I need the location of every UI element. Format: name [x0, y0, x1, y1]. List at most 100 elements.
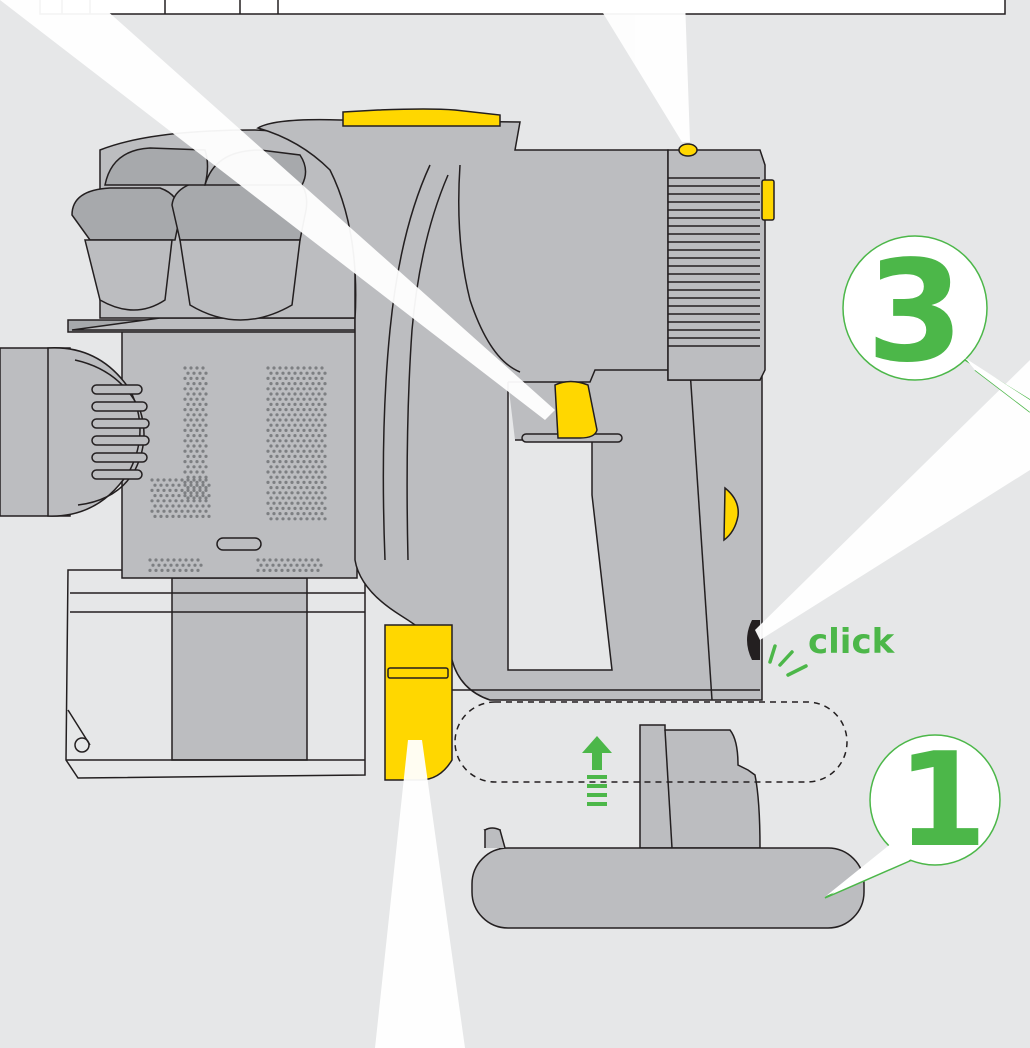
mesh-hole [272, 376, 276, 380]
mesh-hole [266, 408, 270, 412]
mesh-hole [278, 480, 282, 484]
mesh-hole [165, 483, 169, 487]
step-1-callout: 1 [824, 724, 1001, 899]
mesh-hole [317, 486, 321, 490]
mesh-hole [287, 402, 291, 406]
mesh-hole [183, 483, 187, 487]
mesh-hole [311, 496, 315, 500]
mesh-hole [280, 558, 284, 562]
mesh-hole [284, 418, 288, 422]
mesh-hole [275, 486, 279, 490]
mesh-hole [201, 494, 205, 498]
mesh-hole [269, 506, 273, 510]
mesh-hole [305, 371, 309, 375]
mesh-hole [284, 366, 288, 370]
mesh-hole [296, 501, 300, 505]
mesh-hole [198, 413, 202, 417]
mesh-hole [311, 475, 315, 479]
mesh-hole [277, 563, 281, 567]
mesh-hole [272, 491, 276, 495]
mesh-hole [183, 397, 187, 401]
mesh-hole [189, 449, 193, 453]
dust-bin [65, 317, 366, 779]
mesh-hole [159, 514, 163, 519]
mesh-hole [198, 496, 202, 500]
mesh-hole [259, 563, 263, 567]
mesh-hole [305, 454, 309, 458]
mesh-hole [180, 509, 184, 513]
mesh-hole [186, 478, 190, 482]
mesh-hole [207, 504, 211, 508]
mesh-hole [278, 470, 282, 474]
mesh-hole [319, 563, 323, 567]
mesh-hole [317, 392, 321, 396]
mesh-hole [299, 465, 303, 469]
mesh-hole [281, 496, 285, 500]
mesh-hole [156, 478, 160, 482]
mesh-hole [305, 413, 309, 417]
mesh-hole [317, 454, 321, 458]
mesh-hole [314, 470, 318, 474]
mesh-hole [186, 496, 190, 500]
mesh-hole [171, 483, 175, 487]
mesh-hole [293, 486, 297, 490]
mesh-hole [198, 434, 202, 438]
mesh-hole [284, 511, 288, 516]
mesh-hole [308, 511, 312, 516]
mesh-hole [283, 563, 287, 567]
mesh-hole [150, 488, 154, 492]
mesh-hole [168, 478, 172, 482]
mesh-hole [281, 486, 285, 490]
mesh-hole [281, 402, 285, 406]
mesh-hole [192, 509, 196, 513]
mesh-hole [159, 483, 163, 487]
mesh-hole [302, 470, 306, 474]
mesh-hole [314, 428, 318, 432]
mesh-hole [281, 382, 285, 386]
mesh-hole [278, 439, 282, 443]
mesh-hole [323, 454, 327, 458]
mesh-hole [162, 488, 166, 492]
mesh-hole [281, 517, 285, 521]
mesh-hole [199, 563, 203, 567]
mesh-hole [186, 434, 190, 438]
mesh-hole [314, 376, 318, 380]
mesh-hole [290, 470, 294, 474]
mesh-hole [207, 514, 211, 519]
mesh-hole [266, 418, 270, 422]
mesh-hole [287, 444, 291, 448]
mesh-hole [272, 418, 276, 422]
mesh-hole [281, 475, 285, 479]
mesh-hole [262, 568, 266, 573]
mesh-hole [323, 423, 327, 427]
mesh-hole [189, 439, 193, 443]
mesh-hole [317, 413, 321, 417]
mesh-hole [192, 478, 196, 482]
mesh-hole [290, 511, 294, 516]
mesh-hole [287, 382, 291, 386]
mesh-hole [317, 475, 321, 479]
mesh-hole [299, 382, 303, 386]
mesh-hole [290, 418, 294, 422]
mesh-hole [320, 511, 324, 516]
step-3-number: 3 [866, 231, 963, 394]
mesh-hole [314, 366, 318, 370]
mesh-hole [293, 454, 297, 458]
mesh-hole [160, 558, 164, 562]
mesh-hole [201, 460, 205, 464]
mesh-hole [296, 397, 300, 401]
mesh-hole [195, 418, 199, 422]
click-sound-icon [768, 644, 808, 677]
mesh-hole [289, 563, 293, 567]
mesh-hole [323, 465, 327, 469]
mesh-hole [181, 563, 185, 567]
mesh-hole [284, 491, 288, 495]
mesh-hole [271, 563, 275, 567]
mesh-hole [304, 558, 308, 562]
mesh-hole [262, 558, 266, 562]
mesh-hole [286, 568, 290, 573]
mesh-hole [189, 514, 193, 519]
mesh-hole [296, 491, 300, 495]
mesh-hole [293, 465, 297, 469]
mesh-hole [192, 423, 196, 427]
